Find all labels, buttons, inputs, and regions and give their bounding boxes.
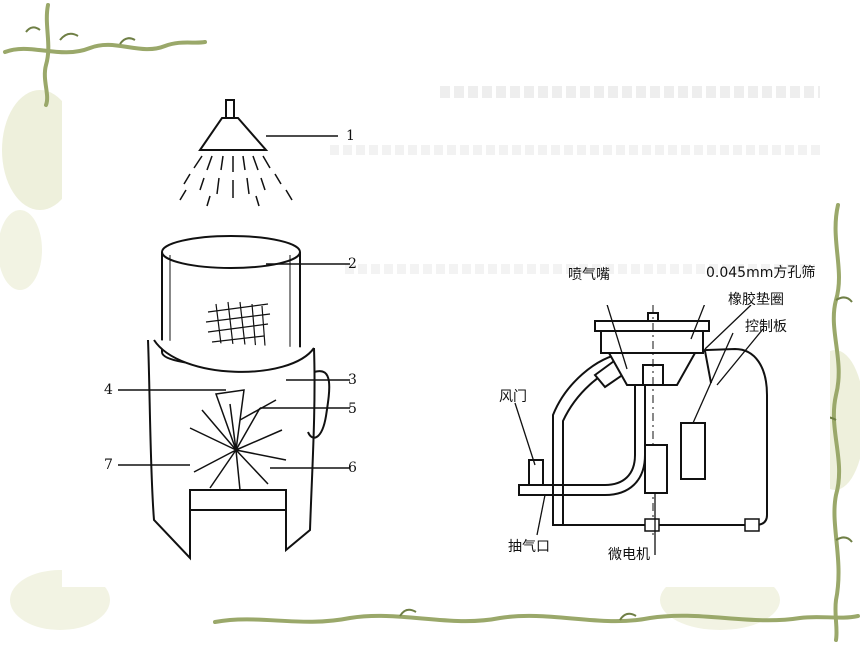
bleed-through-artifact xyxy=(330,145,820,155)
callout-3: 3 xyxy=(348,372,357,388)
sieve-base-housing xyxy=(147,339,331,561)
label-sieve: 0.045mm方孔筛 xyxy=(706,265,816,281)
micro-motor xyxy=(644,444,668,494)
callout-2: 2 xyxy=(348,256,357,272)
label-air-door: 风门 xyxy=(499,389,527,405)
sieve-mesh xyxy=(205,301,271,355)
callout-4: 4 xyxy=(104,382,113,398)
bleed-through-artifact xyxy=(345,264,815,274)
label-micro-motor: 微电机 xyxy=(608,547,650,563)
leader-lines xyxy=(514,305,764,555)
control-board xyxy=(680,422,706,480)
sieve-assembly xyxy=(594,312,710,386)
spray-nozzle xyxy=(198,99,269,151)
top-left-vine-ornament xyxy=(3,3,207,107)
label-gasket: 橡胶垫圈 xyxy=(728,292,784,308)
callout-5: 5 xyxy=(348,401,357,417)
suction-pipe xyxy=(518,385,646,496)
impeller-blades xyxy=(189,389,287,491)
right-apparatus-diagram xyxy=(514,305,768,555)
left-sieve-diagram xyxy=(118,99,350,561)
callout-1: 1 xyxy=(346,128,355,144)
callout-7: 7 xyxy=(104,457,113,473)
label-nozzle: 喷气嘴 xyxy=(568,267,610,283)
callout-6: 6 xyxy=(348,460,357,476)
water-spray xyxy=(179,155,293,207)
bleed-through-artifact xyxy=(440,86,820,98)
label-control-board: 控制板 xyxy=(745,319,787,335)
label-suction-port: 抽气口 xyxy=(508,539,550,555)
